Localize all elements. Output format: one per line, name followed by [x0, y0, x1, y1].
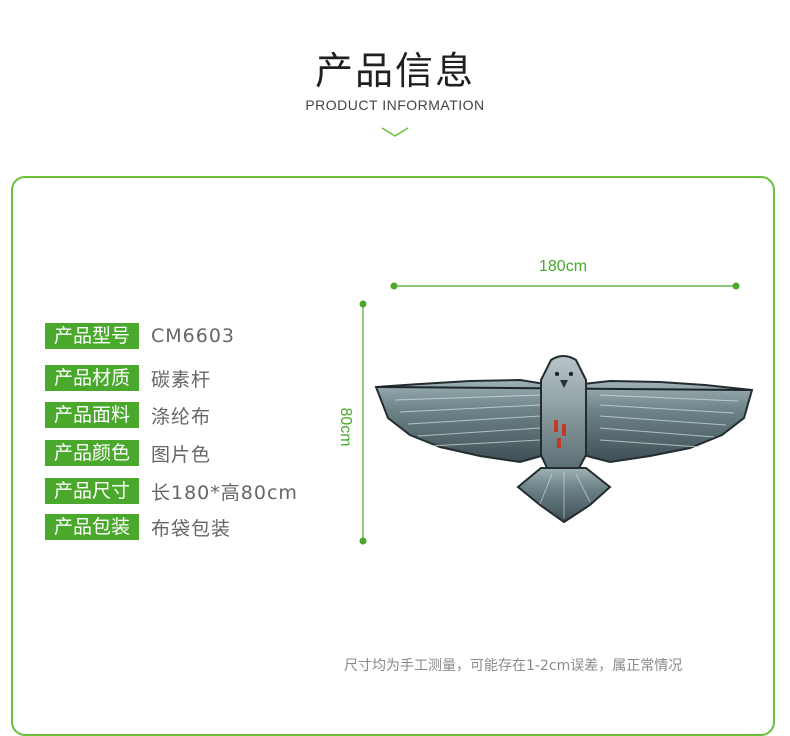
spec-label: 产品面料 — [45, 402, 139, 428]
dimension-lines — [359, 282, 740, 545]
spec-row-fabric: 产品面料 涤纶布 — [45, 401, 211, 429]
spec-label: 产品材质 — [45, 365, 139, 391]
spec-value: 涤纶布 — [151, 405, 212, 428]
spec-row-color: 产品颜色 图片色 — [45, 439, 211, 467]
spec-label: 产品颜色 — [45, 440, 139, 466]
spec-row-packaging: 产品包装 布袋包装 — [45, 513, 231, 541]
spec-label: 产品尺寸 — [45, 478, 139, 504]
spec-label: 产品型号 — [45, 323, 139, 349]
page-title: 产品信息 — [314, 49, 475, 93]
spec-value: 图片色 — [151, 443, 212, 466]
spec-value: 布袋包装 — [151, 517, 232, 540]
chevron-down-icon — [381, 127, 409, 137]
height-dimension-line — [359, 300, 367, 545]
spec-row-model: 产品型号 CM6603 — [45, 322, 235, 350]
measurement-note: 尺寸均为手工测量，可能存在1-2cm误差，属正常情况 — [344, 658, 683, 674]
spec-value: CM6603 — [151, 325, 236, 347]
spec-value: 长180*高80cm — [151, 481, 298, 504]
spec-row-size: 产品尺寸 长180*高80cm — [45, 477, 298, 505]
page-subtitle: PRODUCT INFORMATION — [305, 97, 485, 113]
eagle-kite-image — [374, 355, 754, 524]
spec-value: 碳素杆 — [151, 368, 212, 391]
spec-label: 产品包装 — [45, 514, 139, 540]
spec-row-material: 产品材质 碳素杆 — [45, 364, 211, 392]
width-dimension-label: 180cm — [539, 258, 588, 275]
width-dimension-line — [390, 282, 740, 290]
